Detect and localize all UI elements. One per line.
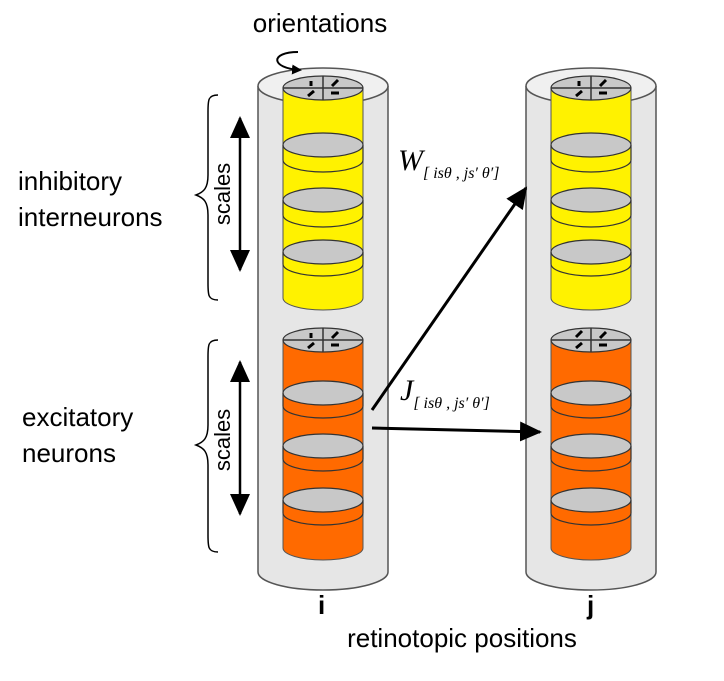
excitatory-scale-disk: [282, 380, 364, 406]
W-weight-label: W[ isθ , js′ θ′]: [398, 144, 500, 182]
inhibitory-scale-disk: [550, 187, 632, 213]
column-i-label: i: [318, 590, 325, 620]
excitatory-stack-i: [282, 327, 364, 561]
J-weight-label: J[ isθ , js′ θ′]: [400, 374, 490, 412]
excitatory-stack-j: [550, 327, 632, 561]
excitatory-scale-disk: [550, 380, 632, 406]
inhibitory-scale-disk: [282, 239, 364, 265]
inhibitory-scale-disk: [282, 132, 364, 158]
column-j-label: j: [586, 590, 594, 620]
orientation-map-icon: [551, 328, 631, 352]
excitatory-scale-disk: [282, 487, 364, 513]
inhibitory-label-line1: inhibitory: [18, 166, 122, 196]
brace-top: [193, 94, 219, 301]
inhibitory-scale-disk: [282, 187, 364, 213]
orientations-label: orientations: [253, 8, 387, 38]
inhibitory-stack-j: [550, 75, 632, 311]
inhibitory-label-line2: interneurons: [18, 202, 163, 232]
orientation-map-icon: [551, 76, 631, 100]
excitatory-label-line1: excitatory: [22, 402, 133, 432]
excitatory-label-line2: neurons: [22, 438, 116, 468]
excitatory-scale-disk: [550, 487, 632, 513]
excitatory-scale-disk: [550, 433, 632, 459]
retinotopic-positions-label: retinotopic positions: [347, 623, 577, 653]
curved-arrow-icon: [276, 51, 302, 75]
orientation-map-icon: [283, 76, 363, 100]
inhibitory-scale-disk: [550, 239, 632, 265]
J-connection-arrow: [371, 421, 542, 442]
excitatory-scale-disk: [282, 433, 364, 459]
brace-bottom: [193, 339, 219, 553]
scales-label-bottom: scales: [210, 409, 235, 471]
inhibitory-stack-i: [282, 75, 364, 311]
scales-label-top: scales: [210, 163, 235, 225]
orientation-map-icon: [283, 328, 363, 352]
W-connection-arrow: [370, 186, 528, 411]
inhibitory-scale-disk: [550, 132, 632, 158]
